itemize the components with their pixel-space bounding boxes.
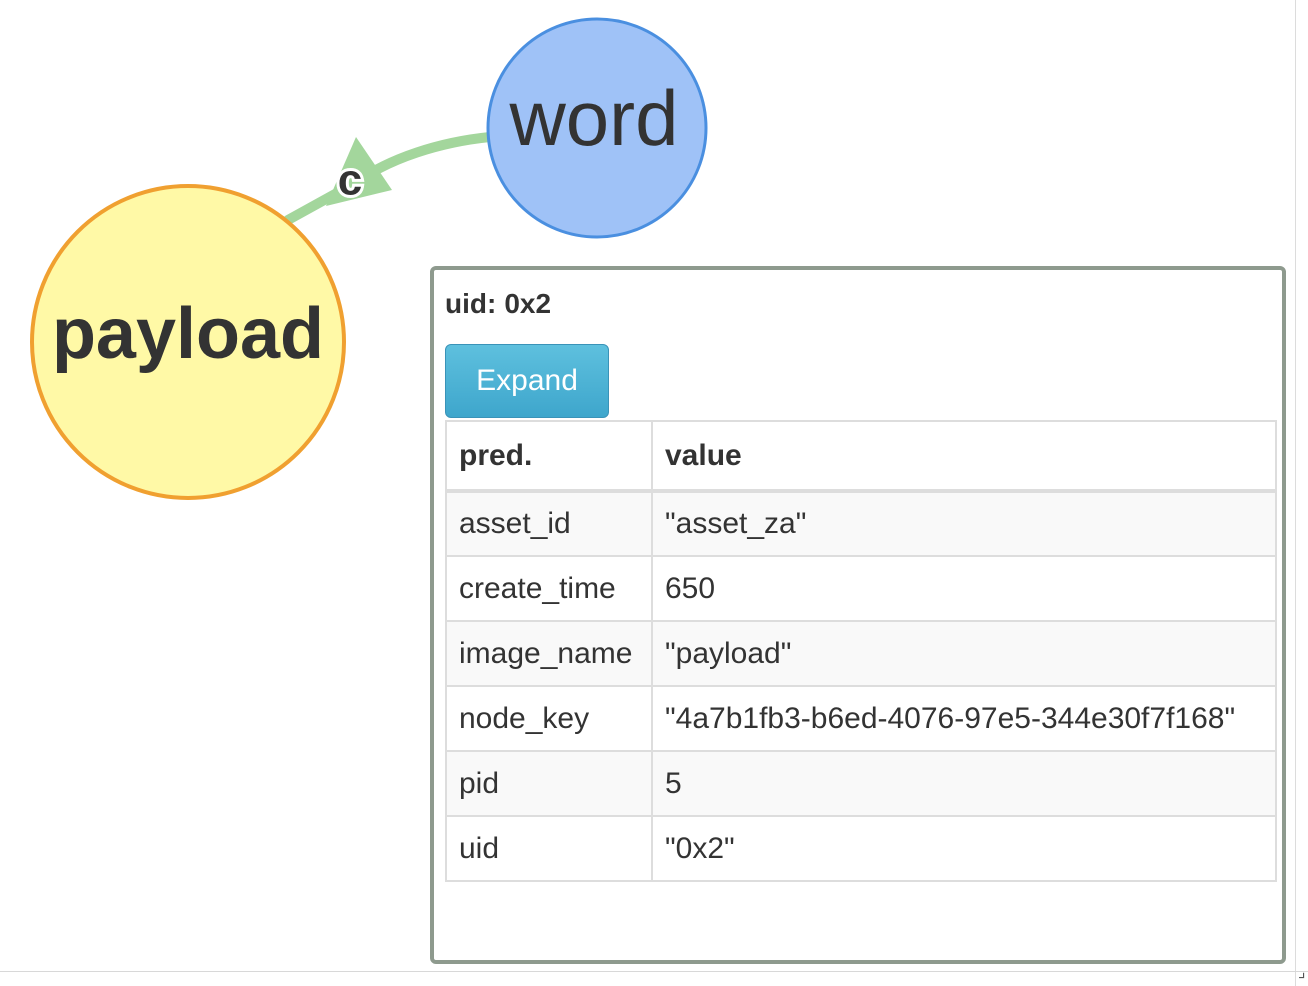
table-row: image_name "payload" — [445, 620, 1277, 687]
value-cell: "asset_za" — [651, 490, 1277, 557]
scroll-edge — [1295, 0, 1296, 986]
value-cell: 5 — [651, 750, 1277, 817]
value-cell: "4a7b1fb3-b6ed-4076-97e5-344e30f7f168" — [651, 685, 1277, 752]
pred-cell: pid — [445, 750, 653, 817]
edge-label: c — [338, 156, 362, 205]
pred-cell: asset_id — [445, 490, 653, 557]
uid-prefix: uid: — [445, 288, 497, 319]
value-cell: "payload" — [651, 620, 1277, 687]
bottom-divider — [0, 971, 1308, 972]
table-row: create_time 650 — [445, 555, 1277, 622]
node-payload-label: payload — [52, 294, 324, 374]
resize-grip-icon[interactable]: ⌟ — [1298, 964, 1306, 981]
table-row: asset_id "asset_za" — [445, 490, 1277, 557]
value-cell: "0x2" — [651, 815, 1277, 882]
node-payload[interactable]: payload — [30, 184, 346, 500]
table-row: pid 5 — [445, 750, 1277, 817]
table-row: node_key "4a7b1fb3-b6ed-4076-97e5-344e30… — [445, 685, 1277, 752]
value-cell: 650 — [651, 555, 1277, 622]
pred-cell: node_key — [445, 685, 653, 752]
panel-uid-heading: uid:0x2 — [445, 288, 551, 320]
uid-value: 0x2 — [504, 288, 552, 319]
node-properties-panel: uid:0x2 Expand pred. value asset_id "ass… — [430, 266, 1286, 964]
node-payload-circle[interactable] — [30, 184, 346, 500]
pred-cell: create_time — [445, 555, 653, 622]
column-header-pred: pred. — [445, 420, 653, 493]
column-header-value: value — [651, 420, 1277, 493]
properties-table: pred. value asset_id "asset_za" create_t… — [445, 420, 1277, 882]
table-header-row: pred. value — [445, 420, 1277, 493]
expand-button[interactable]: Expand — [445, 344, 609, 418]
edge-line[interactable] — [283, 132, 495, 225]
edge-word-payload[interactable]: c — [283, 132, 495, 225]
pred-cell: uid — [445, 815, 653, 882]
node-word-label: word — [508, 74, 678, 162]
node-word[interactable]: word — [486, 17, 708, 239]
edge-arrowhead — [326, 137, 392, 206]
table-row: uid "0x2" — [445, 815, 1277, 882]
node-word-circle[interactable] — [486, 17, 708, 239]
pred-cell: image_name — [445, 620, 653, 687]
